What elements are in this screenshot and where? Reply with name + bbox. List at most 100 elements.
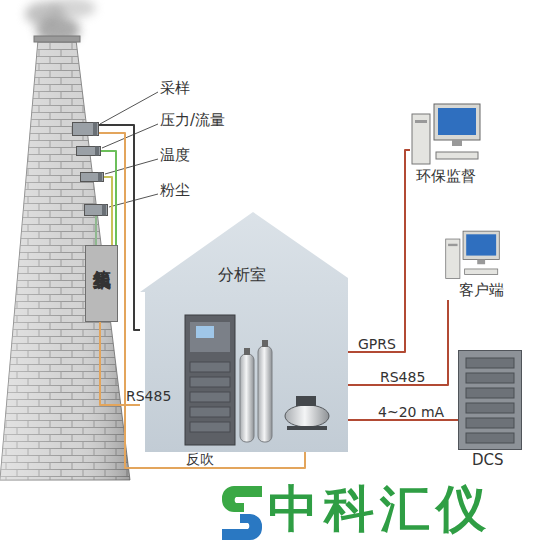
probe-outline	[80, 172, 104, 182]
keyboard	[436, 152, 478, 159]
house-node: 分析室	[140, 212, 348, 452]
cabinet-panel	[190, 322, 230, 352]
dcs-module	[466, 373, 514, 383]
computer-outline	[435, 228, 510, 280]
connector	[104, 177, 112, 245]
cabinet-screen	[196, 326, 214, 338]
probe-body	[85, 205, 108, 216]
watermark: 中科汇仪	[268, 482, 492, 537]
connector	[101, 151, 116, 245]
chimney	[0, 40, 130, 480]
cabinet-module	[190, 392, 230, 402]
cabinet-module	[190, 407, 230, 417]
smoke-puff	[48, 0, 96, 18]
computer-node: 环保监督	[410, 100, 482, 188]
probe-node: 采样	[72, 122, 99, 136]
cylinder-valve	[244, 348, 250, 355]
computer-label: 环保监督	[416, 168, 476, 185]
hub-outline	[85, 245, 118, 322]
signal-label: RS485	[126, 388, 171, 404]
pc-tower	[412, 114, 430, 164]
probe-label: 温度	[160, 147, 190, 164]
signal-label: GPRS	[358, 336, 396, 352]
logo-lower	[222, 514, 262, 540]
leader-line	[109, 194, 158, 207]
compressor-base	[287, 426, 327, 430]
air-compressor-tank	[285, 405, 329, 427]
house-shape	[140, 212, 348, 452]
leader-line	[105, 159, 158, 174]
signal-label: 4~20 mA	[378, 404, 444, 420]
cabinet-module	[190, 362, 230, 372]
monitor-screen	[438, 108, 476, 135]
computer-label: 客户端	[459, 282, 504, 299]
dcs-module	[466, 418, 514, 428]
dcs-module	[466, 433, 514, 443]
pc-tower	[446, 239, 460, 278]
hub-node: 集线箱	[85, 245, 118, 322]
signal-label: 反吹	[186, 451, 214, 469]
pc-drive	[448, 244, 457, 246]
probe-flange	[95, 147, 99, 156]
probe-label: 粉尘	[160, 182, 190, 199]
connector	[99, 125, 140, 330]
cabinet-label: DCS	[472, 452, 504, 469]
leader-line	[102, 124, 158, 148]
leader-lines	[100, 92, 158, 207]
probe-label: 采样	[160, 80, 190, 97]
probe-flange	[93, 123, 97, 136]
connector	[100, 322, 140, 405]
dcs-module	[466, 358, 514, 368]
gas-cylinder	[258, 346, 272, 442]
connector	[95, 216, 97, 245]
cabinet-outline	[458, 350, 522, 450]
hub-box	[86, 246, 118, 322]
probe-body	[81, 173, 104, 182]
probe-node: 粉尘	[84, 204, 108, 216]
cabinet-module	[190, 422, 230, 432]
house-outline	[140, 212, 348, 452]
probe-node: 温度	[80, 172, 104, 182]
probe-outline	[76, 146, 101, 156]
keyboard	[465, 269, 498, 275]
monitor-frame	[463, 231, 499, 259]
monitor-screen	[466, 234, 496, 255]
compressor-motor	[296, 396, 316, 406]
probe-outline	[72, 122, 99, 136]
connector	[348, 150, 410, 352]
probe-label: 压力/流量	[160, 112, 225, 129]
monitor-frame	[434, 104, 480, 140]
monitor-stand	[477, 260, 485, 265]
connector	[348, 300, 448, 385]
cabinet-module	[190, 377, 230, 387]
probe-body	[77, 147, 101, 156]
computer-outline	[410, 100, 482, 166]
probe-outline	[84, 204, 108, 216]
chimney-rim	[34, 36, 80, 42]
dcs-module	[466, 403, 514, 413]
logo	[222, 486, 262, 540]
monitor-stand	[452, 140, 462, 146]
computer-node: 客户端	[435, 228, 510, 300]
house-label: 分析室	[218, 266, 266, 284]
probe-node: 压力/流量	[76, 146, 101, 156]
chimney-shade	[0, 40, 130, 480]
connector	[99, 133, 305, 468]
connector	[348, 419, 458, 421]
smoke	[25, 0, 96, 44]
logo-upper	[222, 486, 262, 512]
probe-body	[73, 123, 99, 136]
dcs-module	[466, 388, 514, 398]
cylinder-valve	[262, 340, 268, 347]
probe-flange	[102, 205, 106, 216]
analyzer-cabinet	[185, 315, 235, 445]
pc-drive	[415, 120, 427, 123]
gas-cylinder	[240, 354, 254, 442]
cabinet-node: DCS	[458, 350, 522, 470]
signal-label: RS485	[380, 369, 425, 385]
leader-line	[100, 92, 158, 124]
